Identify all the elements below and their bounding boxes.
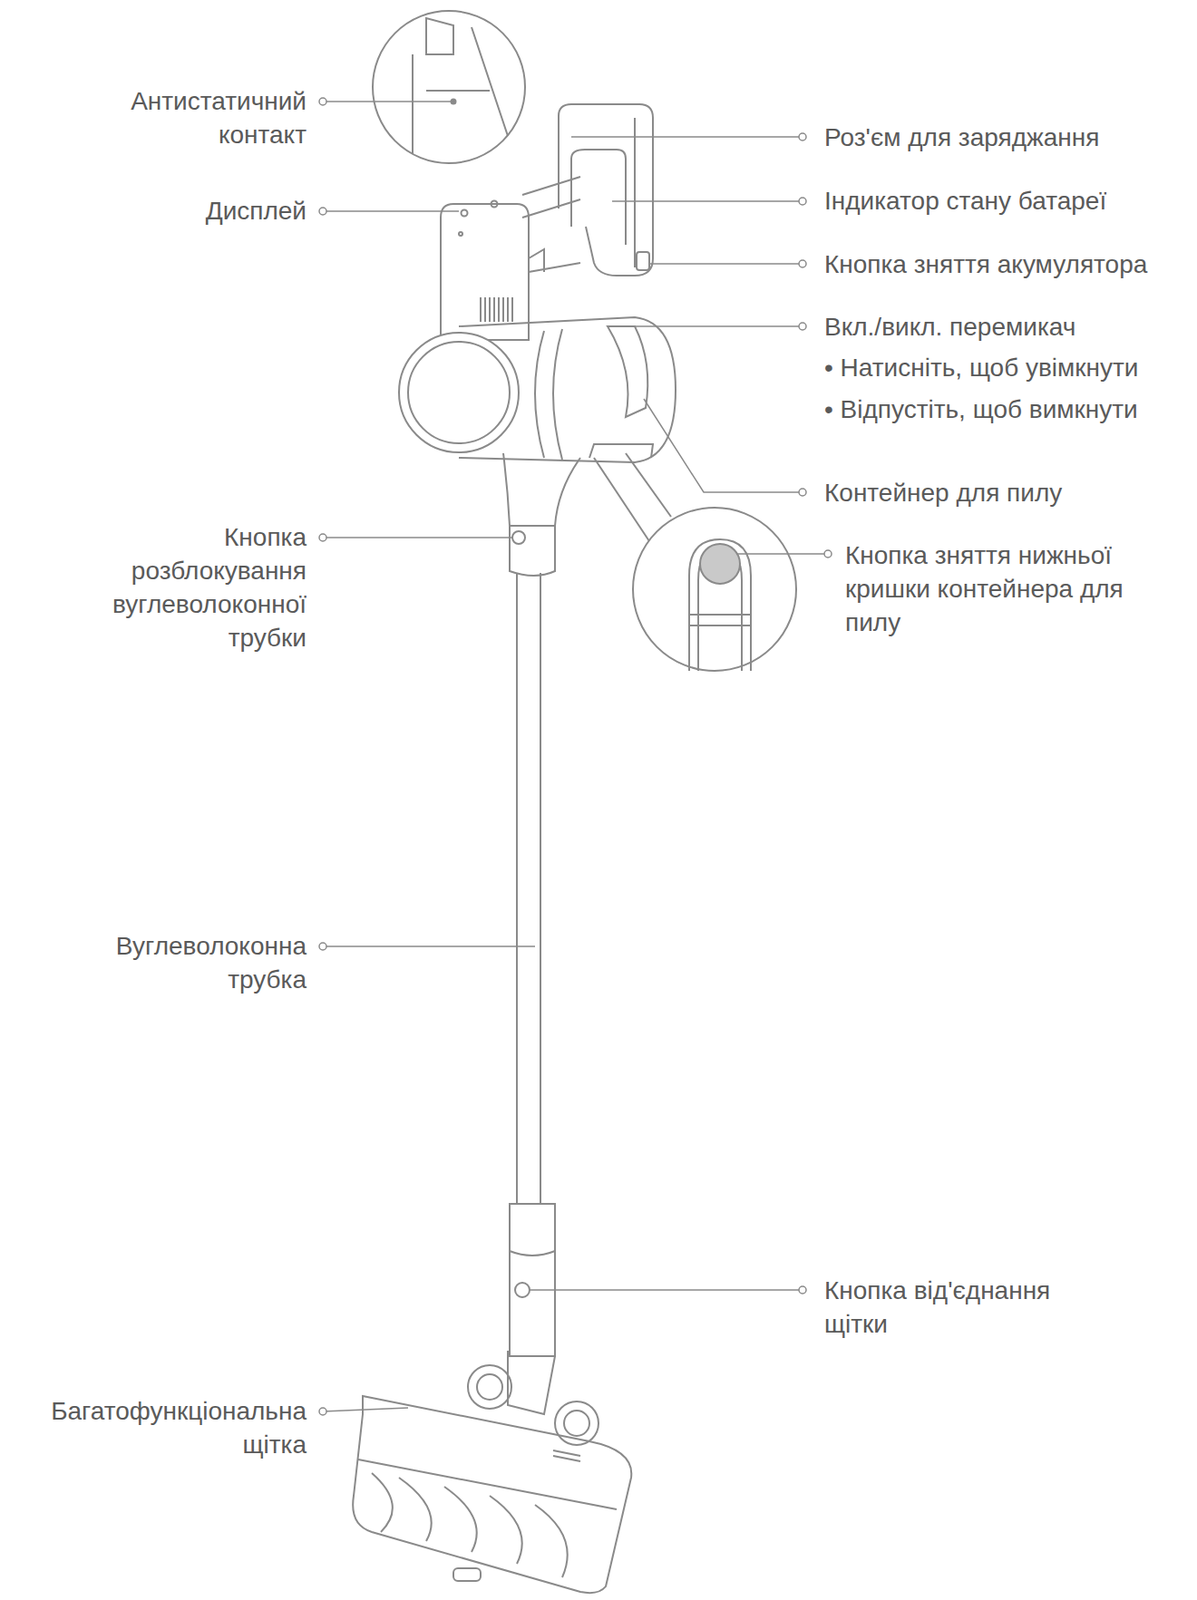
brush <box>352 1351 632 1594</box>
part-label: Кнопка зняття нижньої кришки контейнера … <box>845 538 1186 640</box>
tube <box>503 453 581 1357</box>
part-label: Дисплей <box>79 194 307 228</box>
part-label: • Відпустіть, щоб вимкнути <box>824 392 1197 427</box>
display-column <box>440 201 529 341</box>
part-label: Вуглеволоконна трубка <box>79 929 307 997</box>
leader-lines <box>319 97 832 1416</box>
antistatic-detail <box>372 10 526 164</box>
part-label: Кнопка від'єднання щітки <box>824 1274 1097 1342</box>
part-label: Кнопка розблокування вуглеволоконної тру… <box>84 520 307 655</box>
handle <box>522 104 653 276</box>
part-label: Багатофункціональна щітка <box>0 1394 307 1462</box>
motor-body <box>399 317 676 463</box>
part-label: Кнопка зняття акумулятора <box>824 247 1197 282</box>
part-label: Роз'єм для заряджання <box>824 120 1197 155</box>
part-label: Антистатичний контакт <box>79 84 307 152</box>
part-label: Індикатор стану батареї <box>824 184 1197 218</box>
part-label: Контейнер для пилу <box>824 476 1197 510</box>
container-cover-detail <box>593 453 797 672</box>
part-label: • Натисніть, щоб увімкнути <box>824 350 1197 385</box>
part-label: Вкл./викл. перемикач <box>824 310 1197 344</box>
